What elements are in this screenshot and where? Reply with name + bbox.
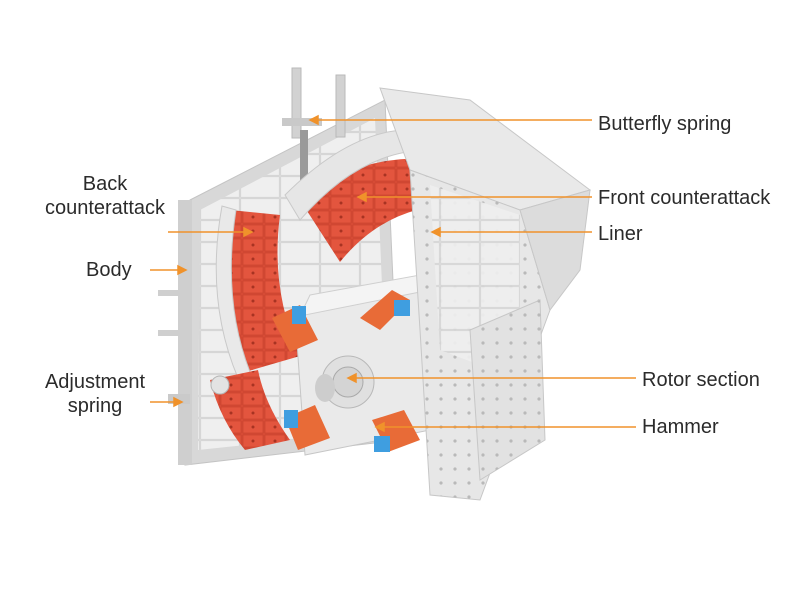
hammer-top-left [272,305,318,352]
label-rotor-section: Rotor section [642,369,760,391]
label-liner: Liner [598,223,643,245]
hammer-bottom-right [372,410,420,452]
leader-front-counterattack-arrowhead [356,191,367,203]
leader-body-arrowhead [177,264,188,276]
label-back-counterattack-line-2: counterattack [44,197,166,219]
label-hammer: Hammer [642,416,719,438]
hammer-bottom-left [284,405,330,450]
label-butterfly-spring: Butterfly spring [598,113,732,135]
label-back-counterattack: Back counterattack [30,172,180,220]
lower-liner [210,370,290,450]
label-adjustment-spring: Adjustment spring [30,370,160,418]
leader-hammer-arrowhead [374,421,385,433]
label-adjustment-spring-line-2: spring [67,395,123,417]
leader-rotor-section-arrowhead [346,372,357,384]
hammer-top-right [360,290,410,330]
front-housing [379,87,592,501]
hammers [272,290,420,452]
leader-back-counterattack-arrowhead [243,226,254,238]
label-adjustment-spring-line-1: Adjustment [44,371,146,393]
leader-butterfly-spring-arrowhead [308,114,319,126]
label-front-counterattack: Front counterattack [598,187,771,209]
label-back-counterattack-line-1: Back [82,173,128,195]
leader-adjustment-spring-arrowhead [173,396,184,408]
butterfly-spring-rods [282,67,346,185]
leader-lines [150,114,636,433]
side-bolts [158,290,190,404]
leader-liner-arrowhead [430,226,441,238]
label-body: Body [86,259,132,281]
